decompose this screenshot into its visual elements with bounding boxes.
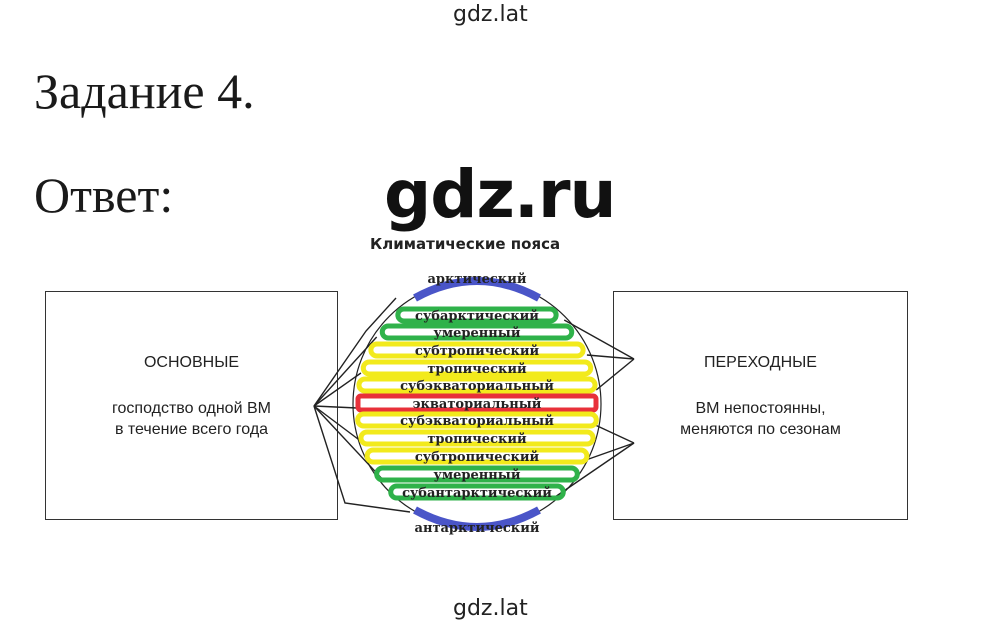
transitional-zones-heading: ПЕРЕХОДНЫЕ — [704, 354, 817, 371]
zone-label: экваториальный — [413, 397, 542, 412]
zone-label: субарктический — [415, 309, 539, 324]
trans-desc-line-1: ВМ непостоянны, — [695, 400, 826, 417]
zone-band — [388, 483, 566, 501]
connector-main — [313, 297, 397, 407]
connector-main — [313, 405, 411, 513]
main-zones-box: ОСНОВНЫЕ господство одной ВМ в течение в… — [45, 291, 338, 520]
zone-label: субантарктический — [402, 486, 552, 501]
main-zones-heading: ОСНОВНЫЕ — [143, 354, 240, 371]
zone-label: субтропический — [415, 450, 540, 465]
zone-band — [379, 323, 575, 341]
connector-transitional — [595, 358, 635, 391]
zone-label: антарктический — [415, 521, 540, 536]
zone-band — [355, 393, 599, 413]
main-desc-line-2: в течение всего года — [114, 421, 269, 438]
diagram-title: Климатические пояса — [370, 235, 561, 253]
transitional-zones-box: ПЕРЕХОДНЫЕ ВМ непостоянны, меняются по с… — [613, 291, 908, 520]
zone-label: тропический — [427, 432, 527, 447]
connector-main — [313, 372, 362, 407]
connector-main — [313, 405, 358, 409]
zone-label: умеренный — [434, 468, 521, 483]
watermark-bottom: gdz.lat — [453, 596, 528, 621]
zone-label: арктический — [428, 272, 527, 287]
zone-band — [356, 376, 598, 394]
connector-transitional — [582, 442, 635, 462]
zone-label: субэкваториальный — [400, 414, 554, 429]
gdz-logo: gdz.ru — [384, 156, 617, 233]
trans-desc-line-2: меняются по сезонам — [680, 421, 841, 438]
zone-label: субэкваториальный — [400, 379, 554, 394]
transitional-zones-description: ВМ непостоянны, меняются по сезонам — [614, 398, 907, 440]
watermark-top: gdz.lat — [453, 2, 528, 27]
task-title: Задание 4. — [34, 63, 255, 119]
main-desc-line-1: господство одной ВМ — [112, 400, 271, 417]
connector-transitional — [563, 319, 635, 360]
zone-band — [374, 465, 580, 483]
zone-band — [364, 447, 590, 465]
zone-label: умеренный — [434, 326, 521, 341]
zone-band — [413, 277, 541, 302]
zone-band — [360, 359, 594, 377]
connector-transitional — [586, 354, 635, 360]
zone-label: субтропический — [415, 344, 540, 359]
zone-band — [368, 341, 586, 359]
main-zones-description: господство одной ВМ в течение всего года — [46, 398, 337, 440]
connector-transitional — [594, 424, 635, 444]
zone-label: тропический — [427, 362, 527, 377]
connector-main — [313, 405, 383, 480]
zone-band — [358, 429, 596, 447]
answer-label: Ответ: — [34, 167, 174, 223]
zone-band — [413, 506, 541, 531]
zone-band — [395, 306, 559, 324]
connector-main — [313, 405, 364, 444]
zone-band — [355, 411, 599, 429]
